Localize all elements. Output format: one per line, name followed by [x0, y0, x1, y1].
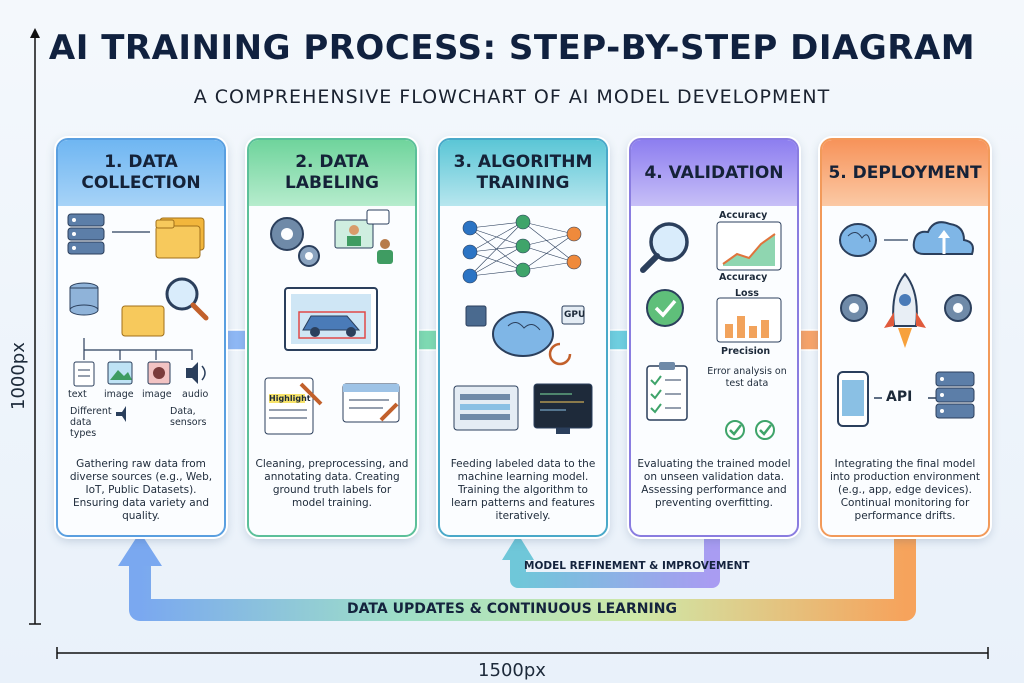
folder-icon	[121, 305, 165, 337]
step-title: 1. DATA COLLECTION	[58, 140, 224, 206]
width-dimension-arrow	[56, 647, 989, 659]
step-description: Integrating the final model into product…	[829, 458, 981, 522]
data-type-label: image	[104, 389, 134, 400]
height-dimension-arrow	[29, 28, 41, 625]
step-title: 3. ALGORITHM TRAINING	[440, 140, 606, 206]
neural-network-icon	[462, 214, 582, 284]
rocket-icon	[884, 272, 926, 348]
text-file-icon	[73, 361, 95, 387]
continuous-loop-label: DATA UPDATES & CONTINUOUS LEARNING	[347, 601, 677, 617]
step-description: Feeding labeled data to the machine lear…	[450, 458, 596, 522]
data-type-label: audio	[182, 389, 209, 400]
annotators-icon	[334, 209, 393, 264]
metric-label: Accuracy	[719, 272, 768, 283]
page-subtitle: A COMPREHENSIVE FLOWCHART OF AI MODEL DE…	[193, 86, 831, 108]
gear-icon	[840, 294, 868, 322]
refinement-loop-arrowhead	[502, 534, 534, 560]
server-icon	[935, 371, 975, 419]
loss-chart-icon	[716, 297, 782, 343]
folder-icon	[155, 217, 205, 259]
step-title: 2. DATA LABELING	[249, 140, 415, 206]
metric-label: Accuracy	[719, 210, 768, 221]
image-icon	[147, 361, 171, 385]
step-description: Cleaning, preprocessing, and annotating …	[255, 458, 409, 509]
step-description: Evaluating the trained model on unseen v…	[637, 458, 791, 509]
data-types-note: Different data types	[70, 406, 112, 439]
document-icon	[264, 377, 323, 435]
data-type-label: text	[68, 389, 87, 400]
annotation-window-icon	[342, 383, 400, 423]
image-icon	[107, 361, 133, 385]
step-validation: 4. VALIDATION	[629, 138, 799, 537]
step-title: 5. DEPLOYMENT	[822, 140, 988, 206]
code-monitor-icon	[453, 383, 593, 434]
data-type-label: image	[142, 389, 172, 400]
continuous-loop-arrow	[129, 530, 916, 621]
gear-icon	[944, 294, 972, 322]
database-icon	[69, 282, 99, 316]
metric-label: Precision	[721, 346, 771, 357]
brain-icon	[839, 223, 877, 257]
page-title: AI TRAINING PROCESS: STEP-BY-STEP DIAGRA…	[48, 28, 976, 68]
step-data-collection: 1. DATA COLLECTION	[56, 138, 226, 537]
checklist-icon	[646, 362, 688, 421]
check-circle-icon	[646, 289, 684, 327]
cloud-icon	[912, 221, 974, 255]
step-description: Gathering raw data from diverse sources …	[69, 458, 213, 522]
continuous-loop-arrowhead	[118, 532, 162, 566]
gears-icon	[270, 217, 320, 267]
metric-label: Loss	[735, 288, 759, 299]
error-analysis-note: Error analysis on test data	[707, 366, 787, 389]
refinement-loop-arrow	[510, 530, 720, 588]
server-icon	[67, 213, 105, 255]
labeled-image-icon	[284, 287, 378, 351]
phone-icon	[837, 371, 869, 427]
check-circle-icon	[725, 420, 745, 440]
width-dimension-label: 1500px	[478, 660, 546, 681]
speaker-icon	[116, 406, 126, 422]
refresh-icon	[548, 342, 572, 366]
check-circle-icon	[755, 420, 775, 440]
step-algorithm-training: 3. ALGORITHM TRAINING	[438, 138, 608, 537]
magnifier-icon	[165, 277, 209, 321]
refinement-loop-label: MODEL REFINEMENT & IMPROVEMENT	[524, 560, 750, 572]
step-deployment: 5. DEPLOYMENT	[820, 138, 990, 537]
api-label: API	[886, 389, 913, 405]
step-data-labeling: 2. DATA LABELING	[247, 138, 417, 537]
sensors-note: Data, sensors	[170, 406, 207, 428]
step-title: 4. VALIDATION	[631, 140, 797, 206]
accuracy-chart-icon	[716, 221, 782, 271]
brain-chip-icon	[465, 305, 585, 357]
magnifier-icon	[640, 222, 689, 273]
audio-icon	[186, 362, 206, 384]
gpu-label: GPU	[564, 310, 586, 320]
highlight-label: Highlight	[269, 394, 311, 403]
